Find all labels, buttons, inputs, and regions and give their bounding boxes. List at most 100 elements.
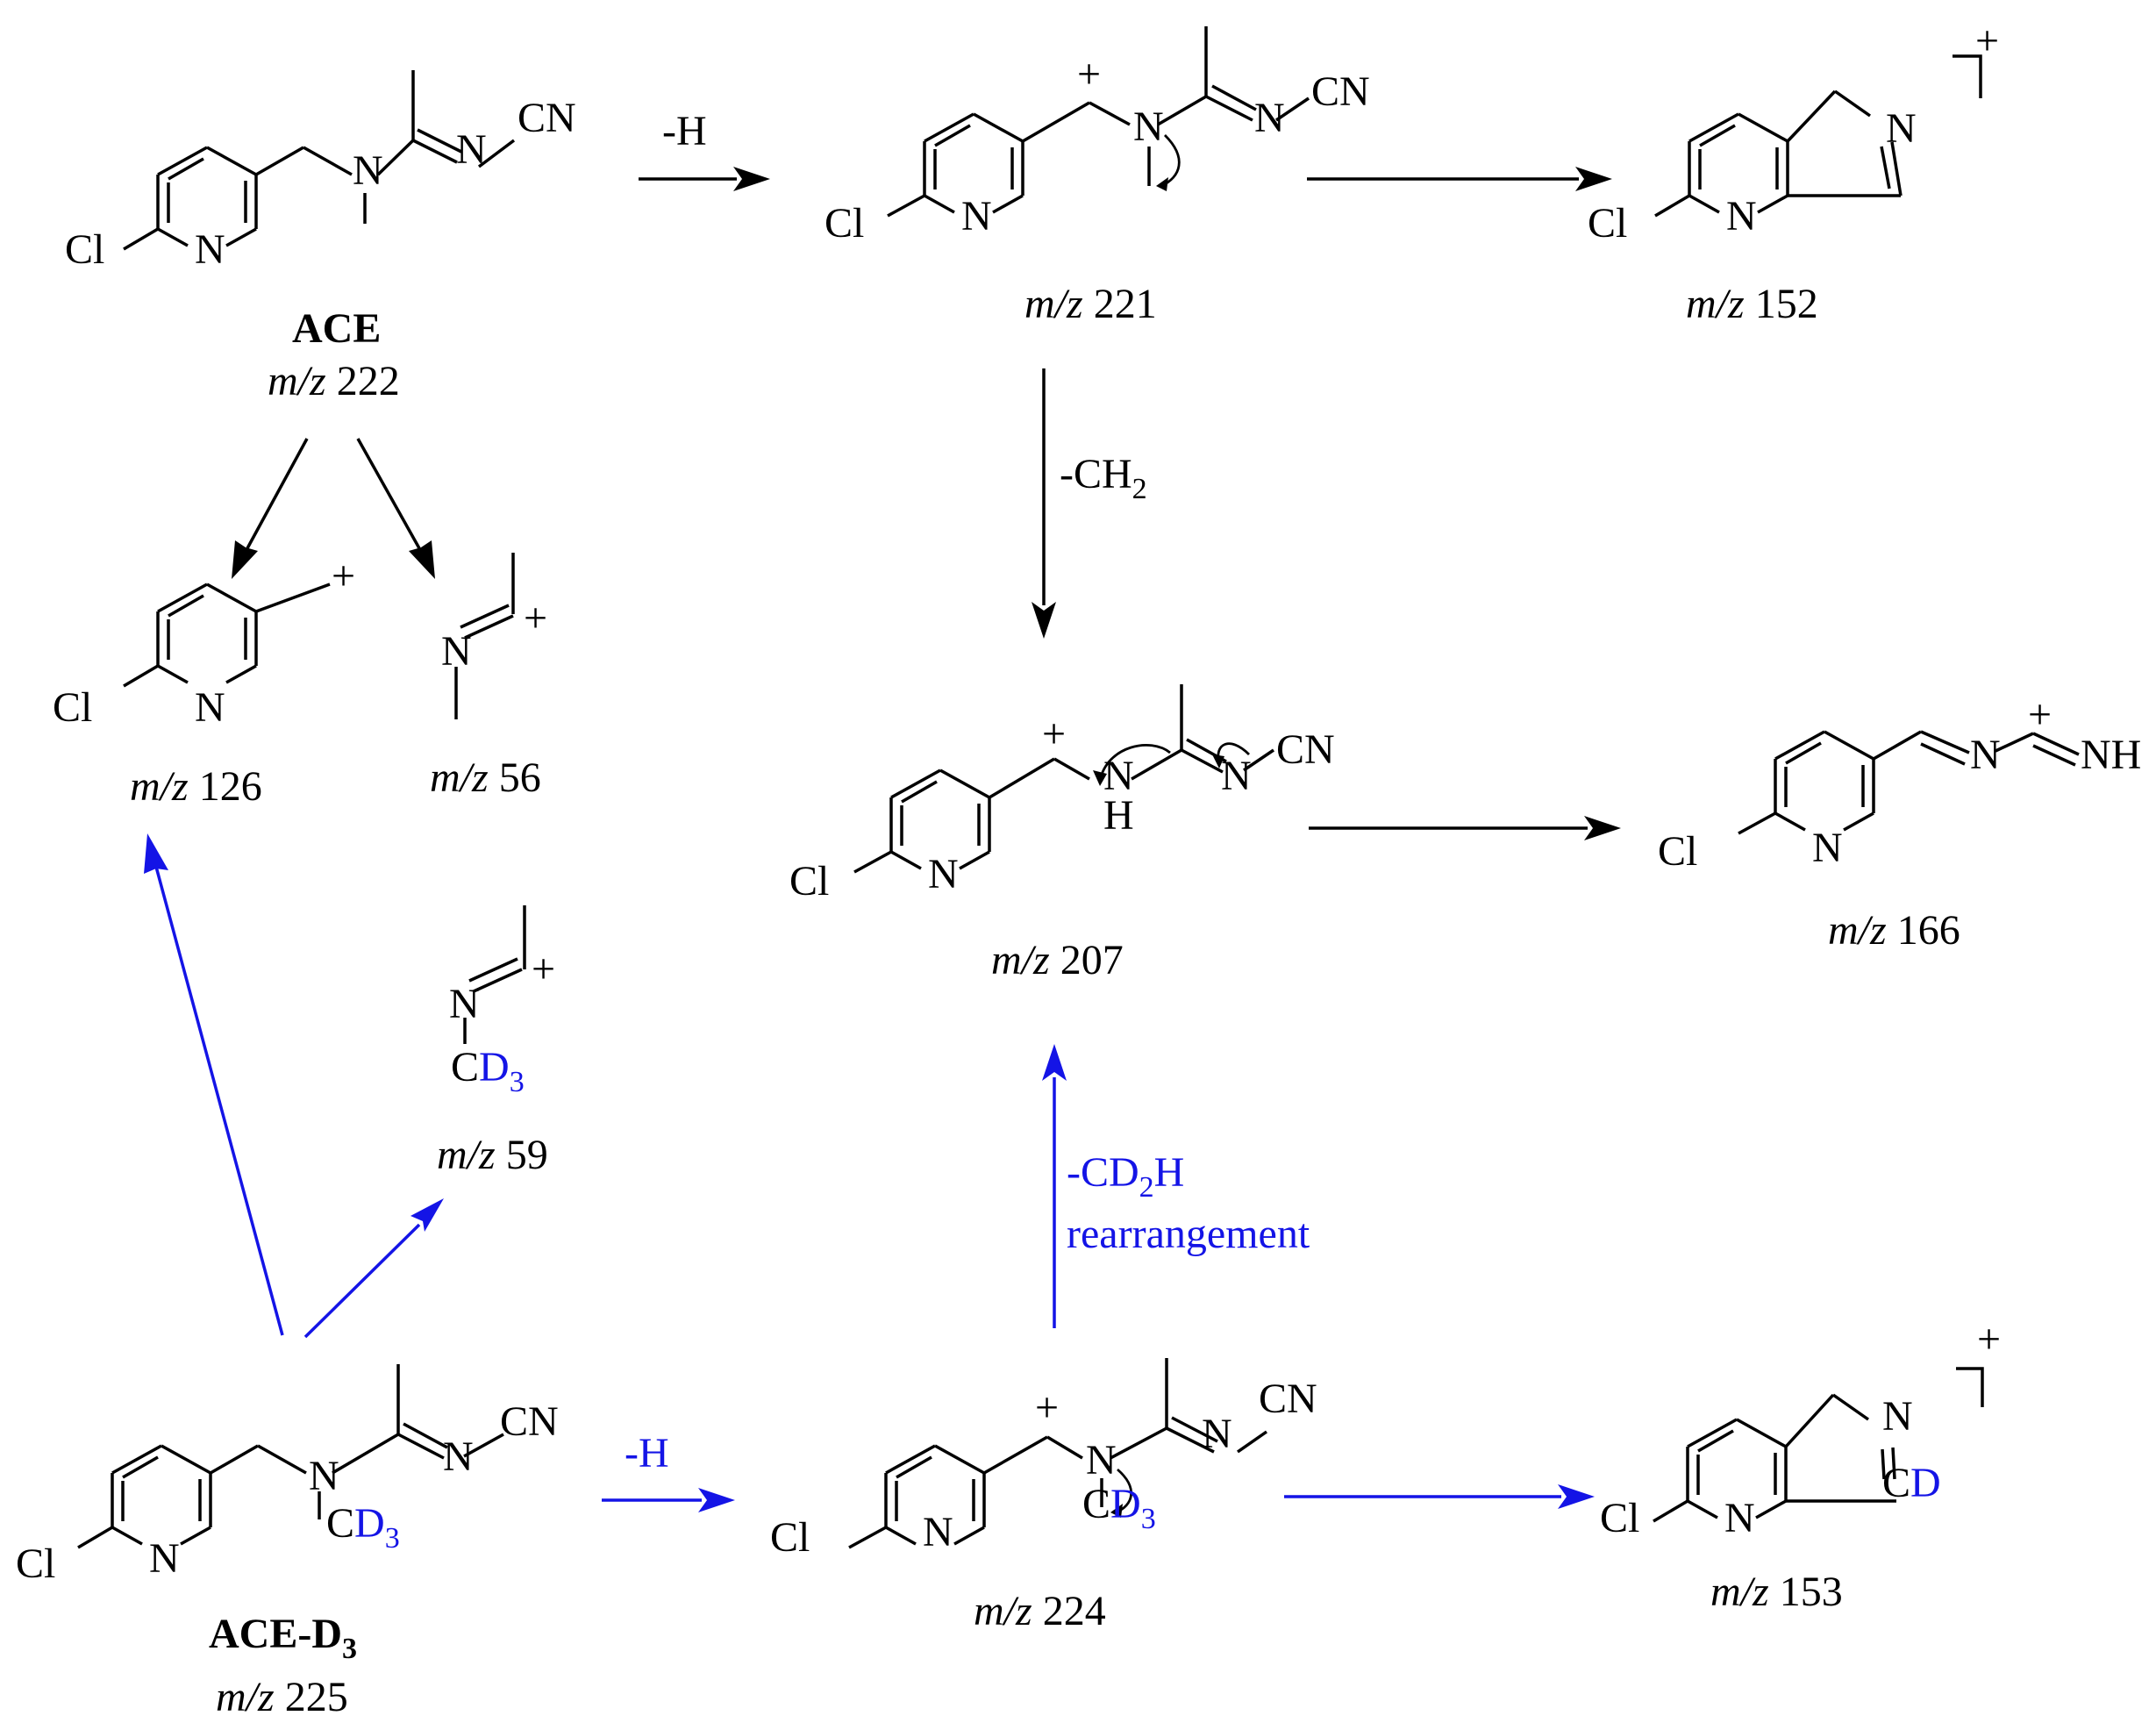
ace-d3-n-imine: N <box>443 1433 474 1480</box>
f59-cd3: CD3 <box>451 1044 525 1098</box>
f153-structure <box>1653 1393 1896 1523</box>
f207-n-amine: N <box>1103 753 1134 799</box>
arrow-ace-to-56 <box>356 438 421 549</box>
f166-nh: NH <box>2081 732 2141 778</box>
f221-n-ring: N <box>961 193 992 239</box>
ace-n-amine: N <box>353 147 383 194</box>
f152-cl: Cl <box>1588 200 1627 247</box>
arrow-224-to-207-head <box>1042 1044 1067 1081</box>
f166-n-imine: N <box>1970 732 2001 778</box>
f207-mz: m/z 207 <box>991 937 1124 983</box>
arrow-d3-to-59-head <box>410 1198 444 1232</box>
arrow-221-to-207-label: -CH2 <box>1060 451 1147 505</box>
ace-d3-n-ring: N <box>149 1535 180 1582</box>
f126-cl: Cl <box>53 684 92 731</box>
f126-mz: m/z 126 <box>130 763 262 810</box>
arrow-ace-to-221-label: -H <box>662 108 707 154</box>
arrow-224-to-207-label: -CD2H <box>1067 1149 1184 1204</box>
arrow-ace-to-126 <box>246 438 309 549</box>
ace-cl: Cl <box>65 226 104 273</box>
f152-plus: + <box>1975 18 1999 64</box>
f224-cd3: CD3 <box>1082 1481 1156 1535</box>
f221-cl: Cl <box>825 200 864 247</box>
f221-plus: + <box>1077 51 1101 97</box>
arrow-d3-to-224-label: -H <box>625 1430 669 1476</box>
f166-cl: Cl <box>1658 828 1697 875</box>
f56-plus: + <box>524 595 547 641</box>
f59-n: N <box>449 981 480 1027</box>
arrow-207-to-166-head <box>1584 816 1621 840</box>
f207-cl: Cl <box>789 858 829 904</box>
ace-n-ring: N <box>195 226 225 273</box>
f152-n-ring: N <box>1726 193 1757 239</box>
arrow-ace-to-126-head <box>232 540 258 579</box>
arrow-ace-to-56-head <box>409 540 435 579</box>
ace-d3-structure <box>77 1364 504 1549</box>
f207-cn: CN <box>1276 726 1335 773</box>
f153-n-ring: N <box>1724 1495 1755 1541</box>
f166-plus: + <box>2028 691 2052 738</box>
f56-mz: m/z 56 <box>430 754 541 801</box>
ace-d3-n-amine: N <box>309 1453 339 1499</box>
f126-structure <box>123 583 331 688</box>
f224-structure <box>848 1358 1268 1549</box>
f221-n-imine: N <box>1254 95 1285 141</box>
f126-plus: + <box>332 553 355 599</box>
f224-n-amine: N <box>1086 1437 1117 1483</box>
ace-mz: m/z 222 <box>268 358 400 404</box>
arrow-ace-to-221-head <box>733 167 770 191</box>
f207-h: H <box>1103 792 1134 839</box>
f153-cd: CD <box>1882 1460 1941 1506</box>
f207-n-ring: N <box>928 851 959 897</box>
ace-n-imine: N <box>456 126 487 173</box>
ace-structure <box>123 70 516 251</box>
arrow-d3-to-126-head <box>144 833 168 874</box>
f166-structure <box>1738 730 2080 835</box>
f207-structure <box>853 684 1274 874</box>
f224-n-ring: N <box>923 1509 953 1555</box>
f152-structure <box>1654 89 1903 218</box>
f166-n-ring: N <box>1812 825 1843 871</box>
arrow-221-to-152-head <box>1575 167 1612 191</box>
arrow-224-to-153-head <box>1558 1484 1595 1509</box>
f126-n-ring: N <box>195 684 225 731</box>
ace-d3-cl: Cl <box>16 1541 55 1587</box>
f221-mz: m/z 221 <box>1024 281 1157 327</box>
f152-bracket <box>1953 54 1982 98</box>
f153-n-five: N <box>1882 1393 1913 1440</box>
arrow-d3-to-126 <box>154 866 284 1336</box>
ace-d3-mz: m/z 225 <box>216 1674 348 1720</box>
f59-plus: + <box>532 946 555 992</box>
f224-cn: CN <box>1259 1376 1317 1422</box>
f56-n: N <box>441 628 472 675</box>
f224-plus: + <box>1035 1384 1059 1431</box>
arrow-d3-to-224-head <box>698 1488 735 1512</box>
f224-mz: m/z 224 <box>974 1588 1106 1634</box>
f153-bracket <box>1956 1367 1984 1407</box>
f152-mz: m/z 152 <box>1686 281 1818 327</box>
f221-cn: CN <box>1311 68 1370 115</box>
f224-cl: Cl <box>770 1514 810 1561</box>
f221-structure <box>887 26 1310 218</box>
arrow-d3-to-59 <box>303 1223 421 1339</box>
arrow-224-to-207-label-2: rearrangement <box>1067 1211 1310 1257</box>
f152-n-five: N <box>1886 105 1917 152</box>
ace-d3-cn: CN <box>500 1398 559 1445</box>
f166-mz: m/z 166 <box>1828 907 1960 954</box>
f56-structure <box>454 553 515 719</box>
ace-name: ACE <box>292 305 381 352</box>
f207-n-imine: N <box>1221 753 1252 799</box>
ace-cn: CN <box>518 95 576 141</box>
arrow-221-to-207-head <box>1032 602 1056 639</box>
f59-mz: m/z 59 <box>437 1132 548 1178</box>
ace-d3-cd3: CD3 <box>326 1500 400 1555</box>
f153-mz: m/z 153 <box>1710 1569 1843 1615</box>
f207-plus: + <box>1042 711 1066 757</box>
f224-n-imine: N <box>1202 1411 1232 1457</box>
f153-plus: + <box>1977 1316 2001 1362</box>
f153-cl: Cl <box>1600 1495 1639 1541</box>
ace-d3-name: ACE-D3 <box>209 1611 357 1665</box>
f221-n-amine: N <box>1133 104 1164 150</box>
f59-structure <box>463 905 526 1044</box>
